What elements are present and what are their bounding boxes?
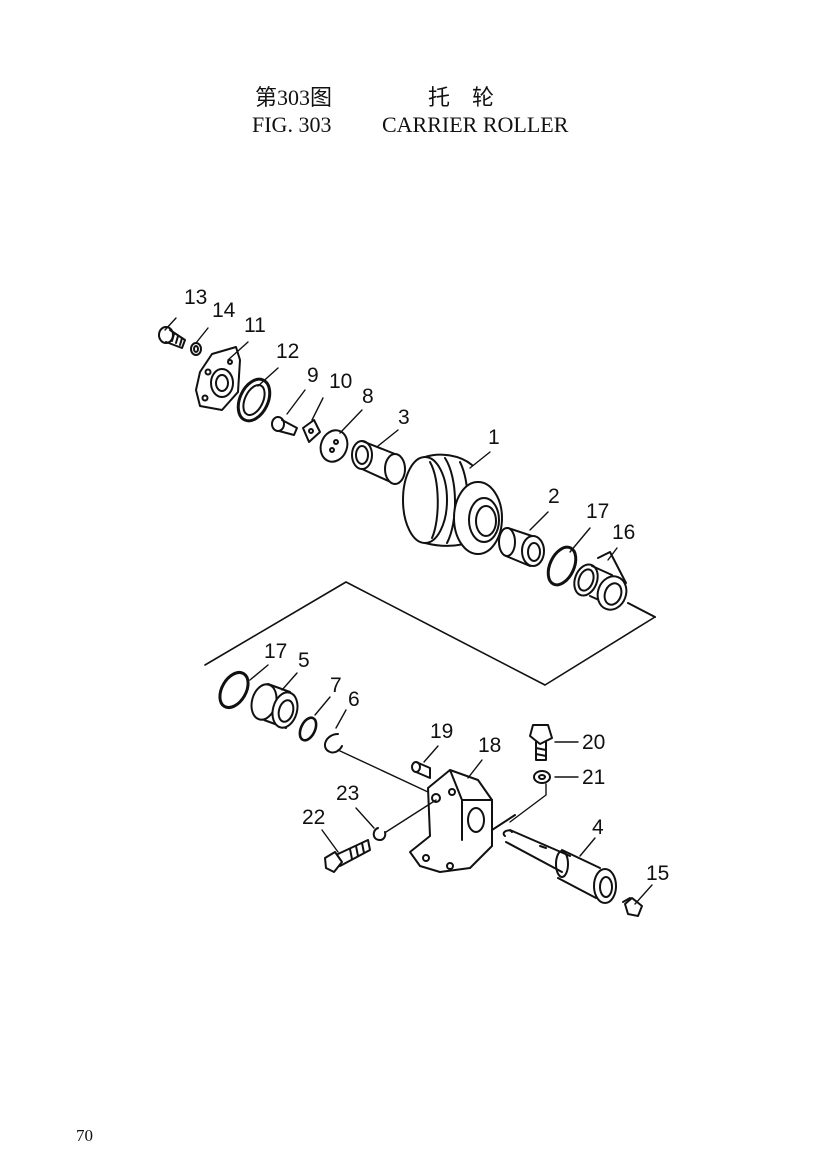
part-2-sleeve [498,527,545,567]
callout-20: 20 [582,731,605,754]
figure-number-en: FIG. 303 [252,112,332,137]
callout-14: 14 [212,299,236,322]
callout-21: 21 [582,766,605,789]
page-number: 70 [76,1126,93,1145]
callout-2: 2 [548,485,560,508]
callout-18: 18 [478,734,501,757]
figure-title-en: CARRIER ROLLER [382,112,569,137]
part-22-bolt [324,839,371,873]
figure-number-cn: 第303图 [255,85,333,110]
callout-7: 7 [330,674,342,697]
callout-19: 19 [430,720,453,743]
part-9-bolt [271,416,298,436]
part-6-snap-ring [323,733,343,754]
callout-labels: 13 14 11 12 9 10 8 3 1 2 17 16 17 5 7 6 … [184,286,669,885]
part-3-bushing [351,440,406,485]
part-11-cover [195,346,241,411]
callout-3: 3 [398,406,410,429]
callout-15: 15 [646,862,669,885]
part-4-shaft [502,829,617,904]
callout-23: 23 [336,782,359,805]
callout-22: 22 [302,806,325,829]
leader-lines [164,317,653,905]
callout-6: 6 [348,688,360,711]
callout-13: 13 [184,286,207,309]
part-18-bracket [409,769,516,873]
callout-17-upper: 17 [586,500,609,523]
part-10-lock-plate [302,419,321,443]
callout-11: 11 [244,314,266,337]
part-1-roller [402,453,503,555]
part-14-washer [190,342,202,356]
part-15-plug [622,897,643,917]
callout-1: 1 [488,426,500,449]
part-17-o-ring-lower [218,670,250,710]
callout-16: 16 [612,521,635,544]
part-12-o-ring [236,377,272,423]
part-5-seal [250,683,299,729]
part-19-pin [411,761,431,779]
callout-12: 12 [276,340,299,363]
callout-5: 5 [298,649,310,672]
callout-17-lower: 17 [264,640,287,663]
callout-9: 9 [307,364,319,387]
part-21-washer [533,770,551,784]
figure-title-cn: 托 轮 [428,85,495,110]
part-16-floating-seal [573,551,656,618]
callout-4: 4 [592,816,604,839]
callout-10: 10 [329,370,352,393]
callout-8: 8 [362,385,374,408]
part-13-bolt [158,326,186,349]
part-8-plate [319,429,349,463]
part-20-bolt [529,724,553,761]
part-17-o-ring-upper [546,545,578,587]
part-7-o-ring [298,716,318,742]
part-23-snap-ring [372,827,387,841]
